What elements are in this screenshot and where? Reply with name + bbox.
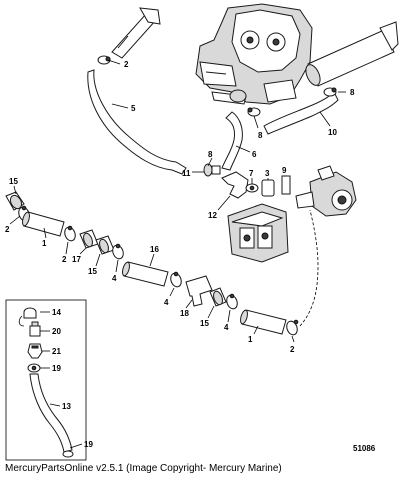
cap-14	[18, 307, 37, 327]
callout-10: 10	[328, 128, 337, 137]
callout-2: 2	[62, 255, 67, 264]
routing-dashed-line	[299, 209, 319, 327]
figure-number: 51086	[353, 444, 376, 453]
part-7	[245, 183, 259, 193]
callout-9: 9	[282, 166, 287, 175]
clamp-19-bottom	[62, 450, 74, 458]
callout-14: 14	[52, 308, 61, 317]
callout-3: 3	[265, 169, 270, 178]
exhaust-manifold-assembly	[195, 3, 313, 105]
callout-16: 16	[150, 245, 159, 254]
callout-13: 13	[62, 402, 71, 411]
image-caption: MercuryPartsOnline v2.5.1 (Image Copyrig…	[5, 463, 282, 474]
fitting-21	[27, 343, 43, 359]
clamp-2-top	[97, 55, 111, 65]
fitting-20	[29, 321, 41, 337]
fitting-15-c	[209, 287, 227, 307]
water-distribution-block	[227, 203, 289, 263]
callout-19: 19	[84, 440, 93, 449]
hose-13	[29, 373, 73, 453]
clamp-2-b	[64, 225, 76, 242]
elbow-12	[221, 171, 249, 199]
callout-20: 20	[52, 327, 61, 336]
callout-11: 11	[182, 169, 191, 178]
hose-1-a	[23, 211, 65, 237]
callout-17: 17	[72, 255, 81, 264]
clip-9	[281, 175, 291, 195]
sleeve-3	[261, 179, 275, 197]
hose-10	[263, 91, 339, 135]
callout-7: 7	[249, 169, 254, 178]
clamp-19-top	[27, 363, 41, 373]
clamp-2-right	[286, 319, 299, 336]
inset-box	[5, 299, 87, 461]
callout-8: 8	[208, 150, 213, 159]
clamp-4-c	[226, 293, 238, 310]
callout-19: 19	[52, 364, 61, 373]
hose-1-b	[241, 309, 287, 335]
tee-18	[185, 275, 213, 307]
callout-4: 4	[112, 274, 117, 283]
callout-2: 2	[5, 225, 10, 234]
hose-5	[87, 69, 187, 175]
fitting-15-a	[5, 191, 25, 211]
fitting-15-b	[95, 235, 115, 255]
hose-6	[221, 111, 243, 171]
callout-6: 6	[252, 150, 257, 159]
callout-2: 2	[290, 345, 295, 354]
clamp-8-mid	[247, 107, 261, 117]
fitting-17	[79, 229, 99, 249]
clamp-4-b	[170, 271, 182, 288]
seawater-pump-assembly	[295, 165, 357, 217]
callout-15: 15	[200, 319, 209, 328]
callout-21: 21	[52, 347, 61, 356]
callout-5: 5	[131, 104, 136, 113]
callout-4: 4	[164, 298, 169, 307]
callout-labels: 2 5 8 8 10 6 8 11 7 3 9 12 15 2 1 2 17 1…	[5, 60, 355, 449]
callout-15: 15	[9, 177, 18, 186]
fitting-11	[203, 163, 221, 177]
callout-1: 1	[42, 239, 47, 248]
callout-8: 8	[350, 88, 355, 97]
clamp-8-right	[323, 87, 337, 97]
hose-16	[123, 261, 169, 287]
callout-8: 8	[258, 131, 263, 140]
callout-12: 12	[208, 211, 217, 220]
callout-4: 4	[224, 323, 229, 332]
clamp-4-a	[112, 243, 124, 260]
leader-lines	[9, 59, 346, 449]
upper-elbow-fitting	[111, 7, 161, 59]
callout-2: 2	[124, 60, 129, 69]
callout-1: 1	[248, 335, 253, 344]
upper-right-tube	[305, 21, 399, 87]
callout-18: 18	[180, 309, 189, 318]
callout-15: 15	[88, 267, 97, 276]
